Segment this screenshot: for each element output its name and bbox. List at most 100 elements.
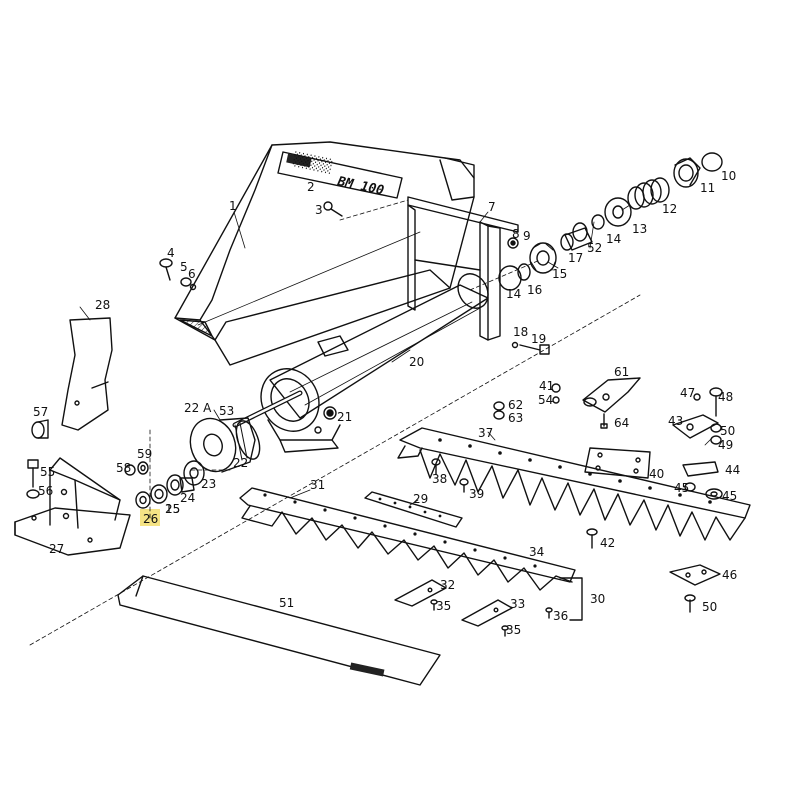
- label-22a: 22 A: [184, 401, 212, 415]
- label-18: 18: [513, 325, 528, 339]
- label-22: 22: [233, 456, 248, 470]
- nut-49-50: [710, 423, 722, 445]
- label-2: 2: [307, 180, 315, 194]
- label-53: 53: [219, 404, 234, 418]
- divider-plate-28: [61, 317, 113, 431]
- label-35-b: 35: [506, 623, 521, 637]
- label-11: 11: [700, 181, 715, 195]
- bolt-64: [600, 413, 608, 429]
- label-61: 61: [614, 365, 629, 379]
- label-19: 19: [531, 332, 546, 346]
- label-35-a: 35: [436, 599, 451, 613]
- drive-shaft: [232, 390, 303, 428]
- label-21: 21: [337, 410, 352, 424]
- label-43: 43: [668, 414, 683, 428]
- slide-46: [669, 564, 721, 586]
- skid-51: [117, 575, 441, 686]
- label-47: 47: [680, 386, 695, 400]
- label-24: 24: [180, 491, 195, 505]
- label-34: 34: [529, 545, 544, 559]
- label-32: 32: [440, 578, 455, 592]
- leader-lines: [79, 204, 713, 506]
- nameplate-brand: ░░░░░: [292, 150, 334, 175]
- label-4: 4: [167, 246, 175, 260]
- label-62: 62: [508, 398, 523, 412]
- label-6: 6: [188, 267, 196, 281]
- rivet-35-36: [430, 599, 553, 637]
- label-3: 3: [315, 203, 323, 217]
- label-31: 31: [310, 478, 325, 492]
- part-labels: 1 2 3 4 5 6 7 8 9 10 11 12 13 14 14 15 1…: [33, 169, 740, 637]
- label-13: 13: [632, 222, 647, 236]
- label-54: 54: [538, 393, 553, 407]
- label-7: 7: [488, 200, 496, 214]
- bolt-50: [684, 594, 696, 613]
- label-57: 57: [33, 405, 48, 419]
- label-12: 12: [662, 202, 677, 216]
- bolt-57: [31, 419, 49, 439]
- label-23: 23: [201, 477, 216, 491]
- label-8: 8: [512, 227, 520, 241]
- nuts-62-63: [493, 401, 505, 420]
- label-14-lower: 14: [506, 287, 521, 301]
- label-15-upper: 15: [552, 267, 567, 281]
- nameplate-model: BM 100: [335, 174, 385, 199]
- label-46: 46: [722, 568, 737, 582]
- bolt-47-48: [693, 387, 723, 417]
- label-39: 39: [469, 487, 484, 501]
- label-55: 55: [40, 465, 55, 479]
- bolt-39: [459, 478, 469, 493]
- bolt-41-54: [551, 383, 561, 404]
- label-42: 42: [600, 536, 615, 550]
- knife-section-32: [394, 579, 447, 607]
- nuts-58-59: [124, 461, 149, 476]
- label-20: 20: [409, 355, 424, 369]
- label-25: 25: [165, 502, 180, 516]
- label-9: 9: [523, 229, 531, 243]
- label-56: 56: [38, 484, 53, 498]
- label-28: 28: [95, 298, 110, 312]
- bolt-42: [586, 528, 598, 549]
- label-45-b: 45: [722, 489, 737, 503]
- wear-plate-43: [672, 414, 719, 439]
- nameplate: [277, 151, 403, 199]
- label-27: 27: [49, 542, 64, 556]
- label-10: 10: [721, 169, 736, 183]
- bolt-55-56: [26, 459, 40, 499]
- label-1: 1: [229, 199, 237, 213]
- label-50-upper: 50: [720, 424, 735, 438]
- label-44: 44: [725, 463, 740, 477]
- label-30: 30: [590, 592, 605, 606]
- label-45-a: 45: [674, 481, 689, 495]
- label-40: 40: [649, 467, 664, 481]
- label-37: 37: [478, 426, 493, 440]
- label-16: 16: [527, 283, 542, 297]
- group-bracket-30: [559, 577, 583, 621]
- label-14-upper: 14: [606, 232, 621, 246]
- label-5: 5: [180, 260, 188, 274]
- hanger-bracket: [407, 196, 519, 341]
- bolt-3: [323, 201, 343, 217]
- label-36: 36: [553, 609, 568, 623]
- label-50-lower: 50: [702, 600, 717, 614]
- label-64: 64: [614, 416, 629, 430]
- label-59: 59: [137, 447, 152, 461]
- label-41: 41: [539, 379, 554, 393]
- label-29: 29: [413, 492, 428, 506]
- label-51: 51: [279, 596, 294, 610]
- spacer-washers: [150, 460, 205, 504]
- bolt-4-6: [159, 258, 197, 291]
- label-33: 33: [510, 597, 525, 611]
- drive-tube: [260, 273, 489, 453]
- knife-section-33: [461, 599, 513, 627]
- plate-29: [364, 491, 463, 528]
- label-38: 38: [432, 472, 447, 486]
- label-15-lower: 15: [165, 502, 180, 516]
- knife-bar: [239, 487, 576, 591]
- label-48: 48: [718, 390, 733, 404]
- drive-bearing-assembly: [498, 152, 723, 355]
- label-52: 52: [587, 241, 602, 255]
- finger-bar: [397, 427, 751, 541]
- plate-44: [682, 461, 719, 477]
